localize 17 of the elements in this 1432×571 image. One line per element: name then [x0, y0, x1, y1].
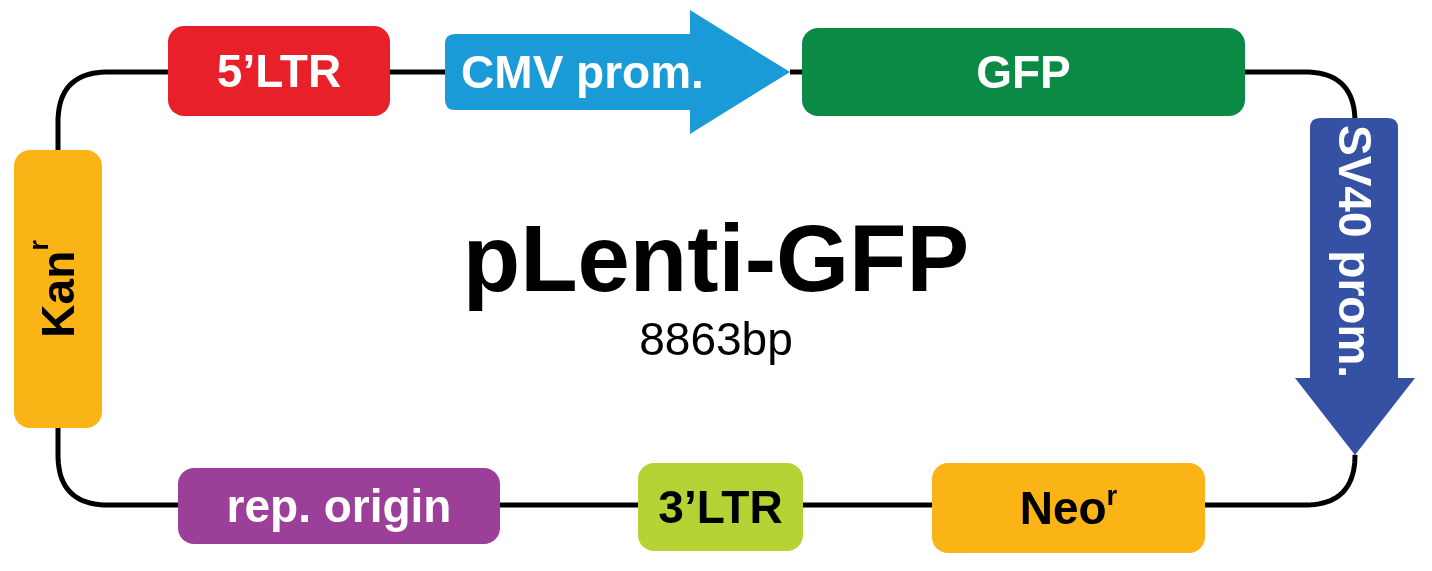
feature-box: 3’LTR — [638, 463, 803, 551]
connector-line — [1245, 69, 1358, 119]
connector-line — [790, 69, 802, 75]
feature-box: rep. origin — [178, 468, 500, 544]
connector-line — [55, 69, 168, 151]
connector-line — [802, 502, 933, 508]
feature-box: Neo$^{r}$ — [932, 463, 1205, 553]
plasmid-name: pLenti-GFP — [462, 205, 970, 313]
connector-line — [1204, 454, 1358, 508]
feature-box: GFP — [802, 28, 1245, 116]
promoter-feature: SV40 prom. — [1295, 118, 1415, 455]
plasmid-size: 8863bp — [639, 312, 793, 366]
connector-line — [499, 502, 639, 508]
connector-line — [390, 69, 445, 75]
connector-line — [55, 427, 179, 508]
feature-box: 5’LTR — [168, 26, 390, 116]
promoter-feature: CMV prom. — [445, 10, 790, 134]
